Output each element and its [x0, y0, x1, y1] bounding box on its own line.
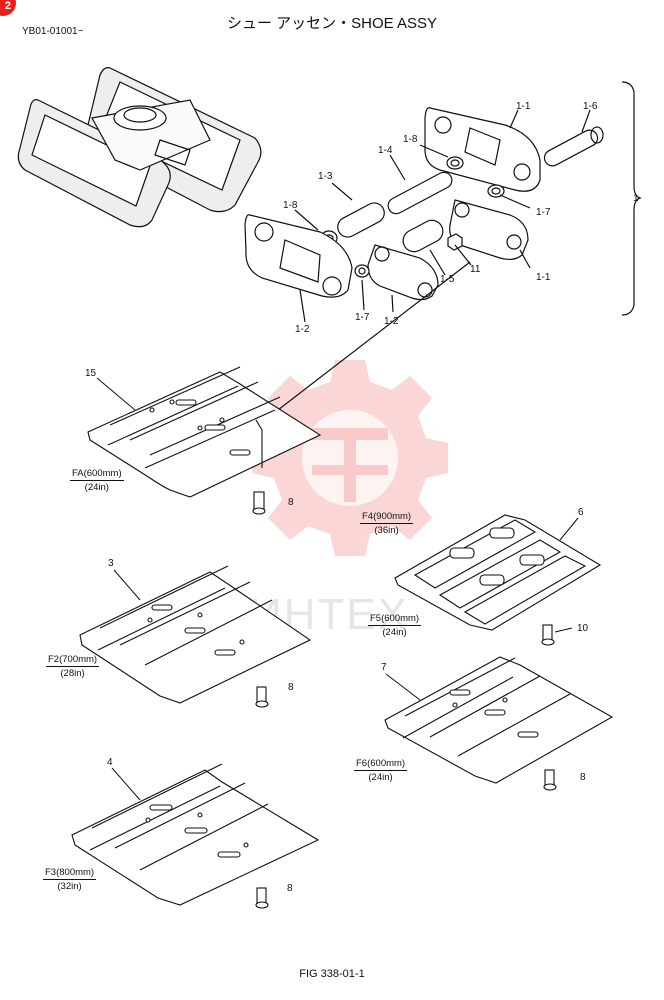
callout-6: 6: [578, 507, 584, 518]
size-label-f6: F6(600mm) (24in): [354, 758, 408, 783]
callout-1-3: 1-3: [318, 171, 333, 182]
callout-8-f2: 8: [288, 682, 294, 693]
callout-1-1-lower: 1-1: [536, 272, 551, 283]
callout-3: 3: [108, 558, 114, 569]
callout-15: 15: [85, 368, 97, 379]
callout-1-assembly: 1: [633, 193, 639, 204]
size-label-f5: F5(600mm) (24in): [368, 613, 422, 638]
callout-1-7-right: 1-7: [536, 207, 551, 218]
callout-1-8-lower: 1-8: [283, 200, 298, 211]
size-label-f4: F4(900mm) (36in): [360, 511, 414, 536]
callout-1-7-left: 1-7: [355, 312, 370, 323]
callout-1-2-left: 1-2: [295, 324, 310, 335]
shoe-plate-4: [71, 763, 320, 909]
size-label-fa: FA(600mm) (24in): [70, 468, 124, 493]
shoe-plate-15: [87, 366, 322, 515]
callout-1-2-right: 1-2: [384, 316, 399, 327]
size-label-f3: F3(800mm) (32in): [43, 867, 97, 892]
callout-1-1-upper: 1-1: [516, 101, 531, 112]
callout-8-f3: 8: [287, 883, 293, 894]
callout-8-f6: 8: [580, 772, 586, 783]
size-label-f2: F2(700mm) (28in): [46, 654, 100, 679]
callout-10: 10: [577, 623, 589, 634]
shoe-plate-3: [79, 565, 312, 708]
callout-8-fa: 8: [288, 497, 294, 508]
callout-4: 4: [107, 757, 113, 768]
callout-1-5: 1-5: [440, 274, 455, 285]
callout-1-6: 1-6: [583, 101, 598, 112]
page-number-badge: 2: [0, 0, 16, 16]
callout-7: 7: [381, 662, 387, 673]
model-code: YB01-01001~: [22, 26, 84, 37]
callout-11: 11: [470, 264, 481, 275]
callout-1-8-upper: 1-8: [403, 134, 418, 145]
shoe-plate-6: [394, 514, 602, 646]
callout-1-4: 1-4: [378, 145, 393, 156]
shoe-plate-7: [384, 656, 614, 791]
page-title: シュー アッセン・SHOE ASSY: [226, 15, 438, 32]
figure-id: FIG 338-01-1: [299, 968, 365, 980]
